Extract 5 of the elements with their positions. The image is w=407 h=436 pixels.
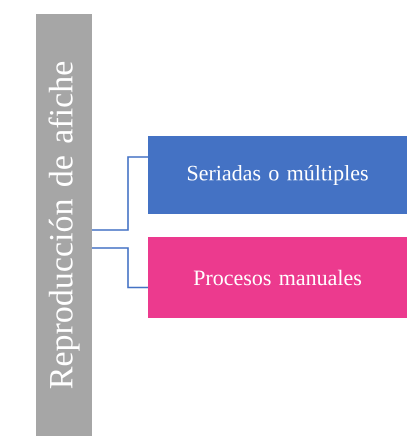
connector-line: [92, 247, 148, 288]
category-box: Seriadas o múltiples: [148, 136, 407, 214]
title-bar: Reproducción de afiche: [36, 14, 92, 436]
connector-line: [92, 156, 148, 231]
category-box: Procesos manuales: [148, 237, 407, 318]
